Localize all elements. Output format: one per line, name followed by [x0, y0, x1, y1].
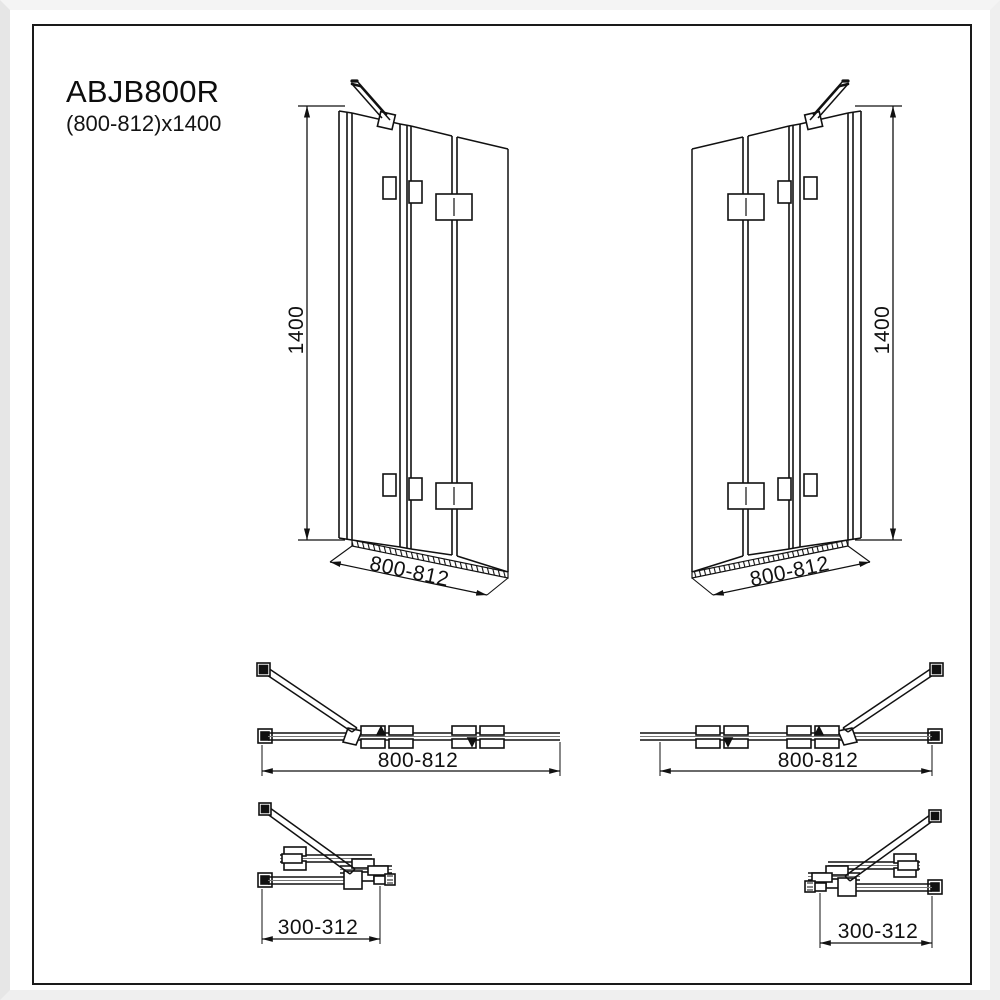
dimension-label-width-plan-left: 800-812: [378, 749, 459, 772]
support-bar-right: [803, 79, 850, 131]
hinge-hardware-plan-left-1: [360, 725, 414, 749]
top-edge-2: [410, 125, 453, 137]
plan-view-folded-right: [804, 809, 943, 948]
support-arm-folded-right: [844, 809, 942, 882]
support-arm-folded-left: [258, 802, 356, 875]
hinge-lower-outer-left: [435, 482, 473, 510]
top-edge-3-r: [691, 136, 744, 150]
dimension-width-right: [691, 545, 871, 596]
page-title: ABJB800R: [66, 74, 220, 109]
top-edge-2-r: [747, 125, 790, 137]
hinge-hardware-folded-left-2: [351, 858, 389, 885]
dimension-label-width-plan-right: 800-812: [778, 749, 859, 772]
hinge-upper-outer-left: [435, 193, 473, 221]
isometric-elevation-right: [691, 79, 902, 596]
plan-view-folded-left: [257, 802, 396, 944]
plan-view-open-left: [256, 662, 561, 776]
open-leaf-plan-right: [842, 662, 944, 733]
dimension-label-folded-left: 300-312: [278, 916, 359, 939]
hinge-upper-outer-right: [727, 193, 765, 221]
dimension-width-plan-left: [261, 742, 561, 776]
hinge-hardware-plan-left-2: [451, 725, 505, 749]
hinge-hardware-plan-right-1: [786, 725, 840, 749]
pivot-block-folded-left: [343, 870, 363, 890]
bottom-edge-2-r: [747, 548, 790, 556]
dimension-width-plan-right: [659, 742, 933, 776]
title-block: ABJB800R (800-812)x1400: [66, 74, 222, 136]
pivot-block-plan-right: [836, 727, 859, 746]
dimension-label-folded-right: 300-312: [838, 920, 919, 943]
end-cap-folded-right: [804, 880, 816, 893]
hinge-upper-inner-right: [777, 176, 818, 204]
hinge-hardware-folded-right-2: [811, 865, 849, 892]
dimension-height-left: [298, 105, 345, 541]
hinge-upper-inner-left: [382, 176, 423, 204]
hinge-lower-outer-right: [727, 482, 765, 510]
plan-view-open-right: [640, 662, 944, 776]
hinge-hardware-folded-left-1: [281, 846, 307, 871]
hinge-hardware-plan-right-2: [695, 725, 749, 749]
fixed-panel-left: [338, 110, 353, 541]
dimension-width-left: [329, 545, 509, 596]
open-leaf-plan-left: [256, 662, 358, 733]
dimension-height-right: [855, 105, 902, 541]
support-bar-left: [350, 79, 397, 131]
top-edge-3: [456, 136, 509, 150]
bottom-edge-2: [410, 548, 453, 556]
hinge-hardware-folded-right-1: [893, 853, 919, 878]
dimension-label-height-left: 1400: [285, 306, 308, 355]
dimension-label-height-right: 1400: [871, 306, 894, 355]
hinge-lower-inner-right: [777, 473, 818, 501]
hinge-lower-inner-left: [382, 473, 423, 501]
fixed-panel-right: [847, 110, 862, 541]
dimension-width-folded-right: [819, 893, 933, 948]
pivot-block-plan-left: [341, 727, 364, 746]
end-cap-folded-left: [384, 873, 396, 886]
isometric-elevation-left: [298, 79, 509, 596]
page-subtitle: (800-812)x1400: [66, 110, 222, 136]
dimension-width-folded-left: [261, 886, 381, 944]
pivot-block-folded-right: [837, 877, 857, 897]
